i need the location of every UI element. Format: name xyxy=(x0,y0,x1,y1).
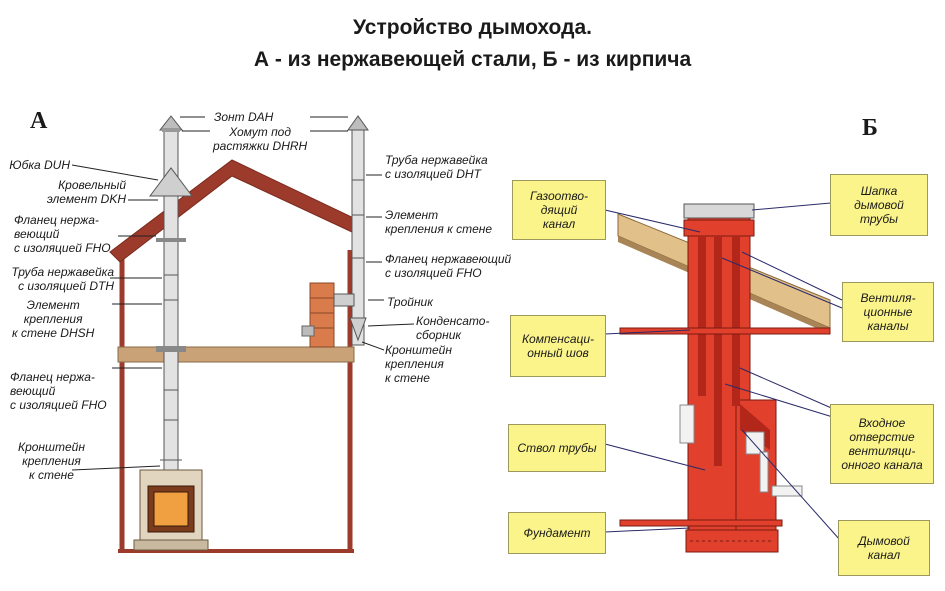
callout-stvol-truby: Ствол трубы xyxy=(508,424,606,472)
panel-a-leaders xyxy=(71,116,415,471)
brick-chimney-body xyxy=(679,205,803,531)
exterior-pipe xyxy=(333,115,369,346)
label-khomut-dhrh: Хомут под растяжки DHRH xyxy=(213,125,308,153)
callout-dymovoy-kanal: Дымовой канал xyxy=(838,520,930,576)
seam-plate-lower xyxy=(619,519,783,527)
callout-gazootvodyashchiy-kanal: Газоотво- дящий канал xyxy=(512,180,606,240)
label-troinik: Тройник xyxy=(387,295,433,309)
label-truba-dht: Труба нержавейка с изоляцией DHT xyxy=(385,153,488,181)
label-flanets-fho-right: Фланец нержавеющий с изоляцией FHO xyxy=(385,252,512,280)
label-flanets-fho-bottom: Фланец нержа- веющий с изоляцией FHO xyxy=(10,370,107,412)
label-element-right: Элемент крепления к стене xyxy=(385,208,493,236)
callout-ventilyatsionnye-kanaly: Вентиля- ционные каналы xyxy=(842,282,934,342)
label-flanets-fho-top: Фланец нержа- веющий с изоляцией FHO xyxy=(14,213,111,255)
label-krovelny-dkh: Кровельный элемент DKH xyxy=(46,178,126,206)
label-yubka-duh: Юбка DUH xyxy=(9,158,70,172)
panel-b-letter: Б xyxy=(862,115,878,141)
label-zont-dah: Зонт DAH xyxy=(214,110,274,124)
title-line-2: А - из нержавеющей стали, Б - из кирпича xyxy=(253,48,692,71)
panel-b-leaders xyxy=(604,201,843,541)
panel-a-letter: А xyxy=(30,108,48,134)
callout-kompensatsionny-shov: Компенсаци- онный шов xyxy=(510,315,606,377)
label-element-dhsh: Элемент крепления к стене DHSH xyxy=(12,298,95,340)
callout-shapka-dymovoy-truby: Шапка дымовой трубы xyxy=(830,174,928,236)
fireplace xyxy=(133,469,209,551)
label-kronshtein-right: Кронштейн крепления к стене xyxy=(385,343,452,385)
ground-line xyxy=(118,549,354,553)
label-truba-dth: Труба нержавейка с изоляцией DTH xyxy=(11,265,114,293)
callout-vkhodnoe-otverstie: Входное отверстие вентиляци- онного кана… xyxy=(830,404,934,484)
brick-stack xyxy=(301,282,335,348)
label-kondensatosbornik: Конденсато- сборник xyxy=(416,314,490,342)
seam-plate-upper xyxy=(619,327,831,335)
chimney-cap xyxy=(683,203,755,219)
label-kronshtein-left: Кронштейн крепления к стене xyxy=(18,440,85,482)
title-line-1: Устройство дымохода. xyxy=(353,16,592,39)
callout-fundament: Фундамент xyxy=(508,512,606,554)
